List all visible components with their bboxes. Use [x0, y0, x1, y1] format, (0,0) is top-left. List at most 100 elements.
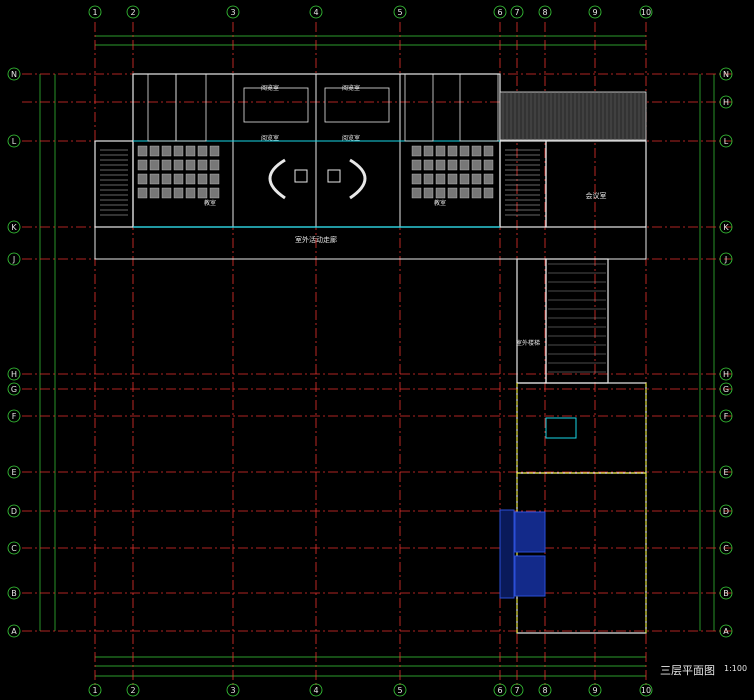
seat-left: [149, 187, 160, 199]
roof-hatch-area: [499, 91, 647, 141]
blue-panel-lower: [514, 555, 546, 597]
room-label-meeting: 会议室: [586, 191, 607, 200]
seat-right: [471, 159, 482, 171]
grid-bubble-label-row-left-A: A: [11, 627, 17, 636]
grid-bubble-col-4: [309, 5, 323, 19]
grid-bubble-label-col-7: 7: [514, 8, 519, 17]
grid-bubble-col-7: [510, 683, 524, 697]
grid-bubble-label-col-4: 4: [313, 686, 318, 695]
grid-bubble-label-col-1: 1: [92, 686, 97, 695]
grid-bubble-label-row-right-B: B: [723, 589, 729, 598]
grid-bubble-label-row-left-L: L: [12, 137, 17, 146]
grid-bubble-col-8: [538, 5, 552, 19]
seat-right: [471, 145, 482, 157]
grid-bubble-label-row-left-F: F: [12, 412, 17, 421]
seat-right: [447, 145, 458, 157]
grid-bubble-col-8: [538, 683, 552, 697]
seat-left: [185, 159, 196, 171]
seat-left: [161, 187, 172, 199]
seat-left: [149, 145, 160, 157]
grid-bubble-row-left-D: [7, 504, 21, 518]
grid-bubble-row-left-L: [7, 134, 21, 148]
seat-right: [411, 187, 422, 199]
room-label-corridor: 室外活动走廊: [295, 235, 337, 244]
grid-bubble-label-row-left-G: G: [11, 385, 17, 394]
seat-right: [423, 159, 434, 171]
grid-bubble-col-1: [88, 5, 102, 19]
grid-bubble-row-left-J: [7, 252, 21, 266]
right-wing-ramp: [545, 258, 609, 384]
grid-bubble-label-col-2: 2: [130, 686, 135, 695]
grid-bubble-row-right-A: [719, 624, 733, 638]
seat-left: [161, 159, 172, 171]
room-label-study-right: 阅览室: [342, 84, 360, 92]
seat-right: [459, 173, 470, 185]
grid-bubble-label-row-left-J: J: [12, 255, 15, 264]
grid-bubble-row-right-H: [719, 367, 733, 381]
grid-bubble-label-row-right-L: L: [724, 137, 729, 146]
grid-bubble-label-row-right-C: C: [723, 544, 729, 553]
room-label-reading-left: 阅览室: [261, 134, 279, 142]
grid-bubble-label-col-7: 7: [514, 686, 519, 695]
seat-right: [459, 145, 470, 157]
grid-bubble-col-2: [126, 683, 140, 697]
right-wing-stair-tower: [516, 258, 547, 384]
seat-left: [185, 187, 196, 199]
grid-bubble-label-row-left-N: N: [11, 70, 17, 79]
grid-bubble-label-row-left-H: H: [11, 370, 17, 379]
blue-panel-upper: [514, 511, 546, 553]
corridor-outer-wall: [94, 226, 647, 260]
seat-right: [459, 187, 470, 199]
grid-bubble-label-row-right-H: H: [723, 98, 729, 107]
stair-right-box: [499, 140, 547, 228]
right-wing-lower-room: [516, 472, 647, 634]
seat-right: [483, 187, 494, 199]
seat-left: [209, 159, 220, 171]
grid-bubble-label-row-right-G: G: [723, 385, 729, 394]
grid-bubble-label-col-1: 1: [92, 8, 97, 17]
seat-left: [185, 173, 196, 185]
grid-bubble-label-col-10: 10: [641, 8, 651, 17]
grid-bubble-label-col-2: 2: [130, 8, 135, 17]
grid-bubble-row-left-A: [7, 624, 21, 638]
grid-bubble-row-right-F: [719, 409, 733, 423]
curved-seat-right: [349, 158, 367, 200]
grid-bubble-col-6: [493, 5, 507, 19]
seat-right: [471, 187, 482, 199]
desk-right: [324, 87, 390, 123]
grid-bubble-row-left-N: [7, 67, 21, 81]
drawing-scale: 1:100: [724, 664, 748, 673]
grid-bubble-row-right-H: [719, 95, 733, 109]
seat-left: [209, 187, 220, 199]
grid-bubble-label-col-8: 8: [542, 686, 547, 695]
seat-right: [411, 159, 422, 171]
room-label-stair-note: 室外楼梯: [516, 339, 540, 347]
seat-right: [471, 173, 482, 185]
grid-bubble-row-left-F: [7, 409, 21, 423]
seat-left: [137, 173, 148, 185]
seat-right: [411, 145, 422, 157]
grid-bubble-col-1: [88, 683, 102, 697]
grid-bubble-row-left-H: [7, 367, 21, 381]
grid-bubble-label-col-3: 3: [230, 686, 235, 695]
grid-bubble-label-row-right-D: D: [723, 507, 729, 516]
seat-left: [197, 145, 208, 157]
grid-bubble-label-row-right-K: K: [723, 223, 729, 232]
seat-left: [161, 173, 172, 185]
grid-bubble-col-5: [393, 683, 407, 697]
grid-bubble-col-9: [588, 683, 602, 697]
seat-left: [137, 145, 148, 157]
curved-seat-left: [268, 158, 286, 200]
seat-right: [459, 159, 470, 171]
drawing-title: 三层平面图: [660, 664, 715, 677]
seat-left: [137, 159, 148, 171]
meeting-room-box: [545, 140, 647, 228]
right-wing-upper-room: [516, 382, 647, 474]
grid-bubble-label-col-9: 9: [592, 686, 597, 695]
seat-right: [423, 187, 434, 199]
seat-right: [435, 187, 446, 199]
grid-bubble-label-row-left-B: B: [11, 589, 17, 598]
grid-bubble-label-row-right-H: H: [723, 370, 729, 379]
seat-left: [149, 173, 160, 185]
